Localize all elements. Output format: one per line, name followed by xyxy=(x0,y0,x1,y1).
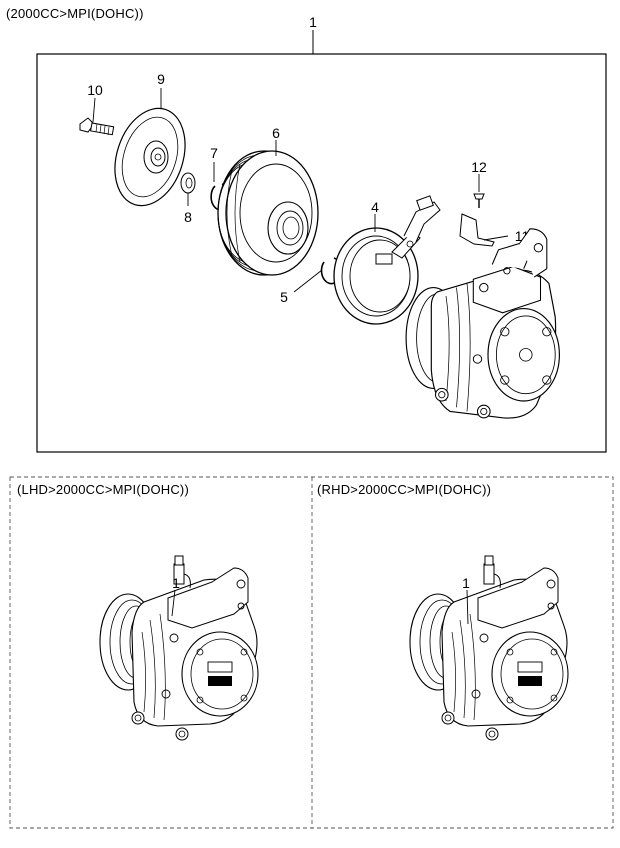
assembly-callout: 1 xyxy=(309,14,317,30)
callout-10: 10 xyxy=(87,82,103,98)
callout-7: 7 xyxy=(210,145,218,161)
lhd-compressor xyxy=(99,555,259,741)
callout-4: 4 xyxy=(371,199,379,215)
callout-12: 12 xyxy=(471,159,487,175)
wire-bracket xyxy=(459,213,509,247)
compressor-body xyxy=(405,228,560,419)
left-panel-title: (LHD>2000CC>MPI(DOHC)) xyxy=(17,482,189,497)
bolt-part xyxy=(79,97,115,136)
top-assembly-frame xyxy=(36,30,607,453)
rhd-callout: 1 xyxy=(462,575,470,591)
callout-9: 9 xyxy=(157,71,165,87)
screw-small xyxy=(473,174,485,208)
lower-panels-frame xyxy=(9,476,614,829)
rhd-compressor xyxy=(409,555,569,741)
callout-6: 6 xyxy=(272,125,280,141)
callout-5: 5 xyxy=(280,289,288,305)
clutch-hub-plate xyxy=(114,88,186,207)
right-panel-title: (RHD>2000CC>MPI(DOHC)) xyxy=(317,482,492,497)
shim-washer xyxy=(180,172,196,206)
field-coil xyxy=(333,195,441,325)
lhd-callout: 1 xyxy=(172,575,180,591)
callout-8: 8 xyxy=(184,209,192,225)
pulley xyxy=(217,140,319,276)
top-section-title: (2000CC>MPI(DOHC)) xyxy=(6,6,144,21)
